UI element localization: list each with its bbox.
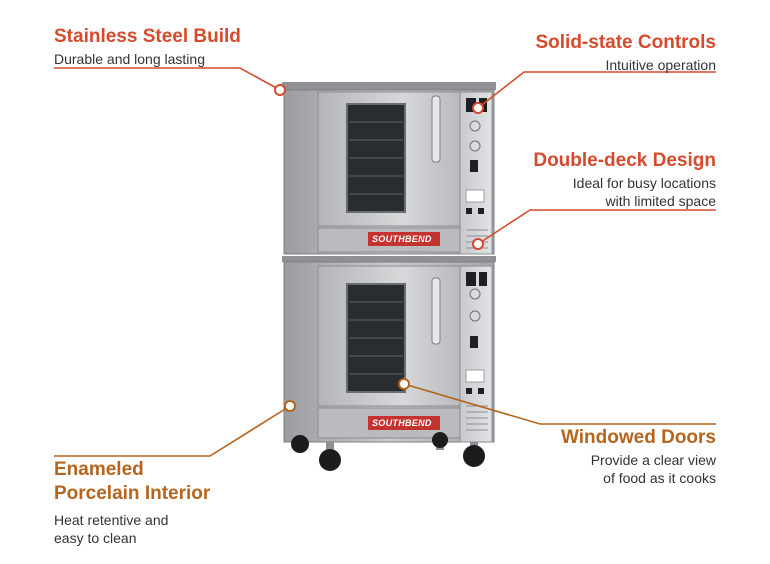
callout-description-line-1: Provide a clear view [590, 451, 716, 468]
callout-description-line-1: Ideal for busy locations [572, 174, 716, 191]
callout-description-line-1: Heat retentive and [54, 511, 169, 528]
callout-title-line-2: Porcelain Interior [54, 482, 211, 504]
lower-oven-deck: SOUTHBEND [282, 256, 496, 443]
callout-stainless-steel: Stainless Steel Build Durable and long l… [54, 26, 241, 68]
callout-solid-state-controls: Solid-state Controls Intuitive operation [535, 32, 716, 74]
callout-enameled-porcelain: Enameled Porcelain Interior Heat retenti… [54, 459, 210, 547]
callout-title: Stainless Steel Build [54, 26, 241, 47]
upper-oven-deck: SOUTHBEND [282, 82, 496, 255]
brand-logo-lower: SOUTHBEND [372, 418, 432, 428]
callout-description-line-2: with limited space [605, 193, 717, 210]
casters [291, 432, 485, 471]
callout-title: Double-deck Design [533, 150, 716, 171]
callout-description: Durable and long lasting [54, 50, 205, 67]
leader-lines [54, 67, 716, 457]
callout-title: Windowed Doors [561, 427, 716, 448]
callout-title: Solid-state Controls [535, 32, 716, 53]
brand-logo-upper: SOUTHBEND [372, 234, 432, 244]
callout-windowed-doors: Windowed Doors Provide a clear view of f… [561, 427, 716, 487]
marker-dots [274, 84, 484, 412]
callout-double-deck-design: Double-deck Design Ideal for busy locati… [533, 150, 716, 210]
callout-description-line-2: easy to clean [54, 529, 137, 546]
callout-title-line-1: Enameled [54, 459, 144, 480]
callout-description-line-2: of food as it cooks [603, 470, 716, 487]
callout-description: Intuitive operation [605, 56, 716, 73]
